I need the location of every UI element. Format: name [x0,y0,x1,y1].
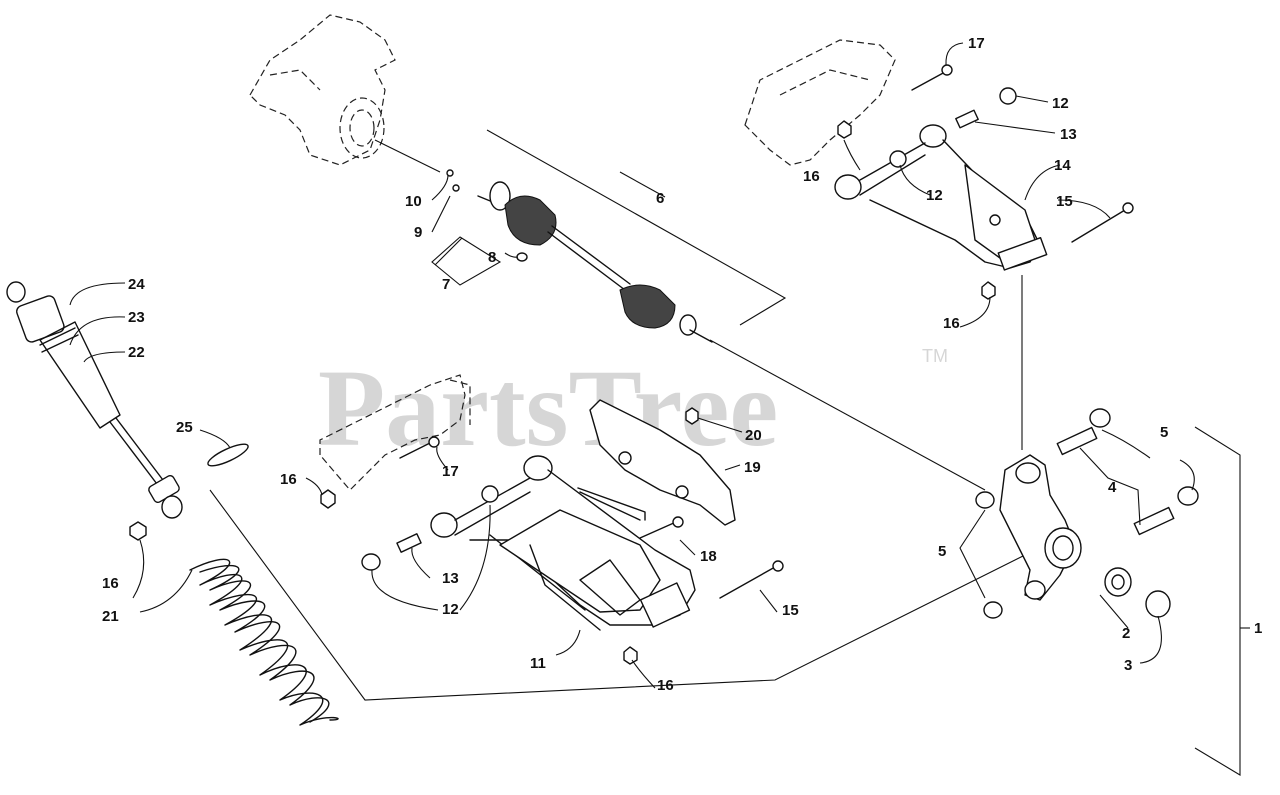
callout-5b: 5 [938,543,946,560]
callout-17-lower: 17 [442,463,459,480]
shock-absorber [6,281,183,541]
nut-20 [685,407,699,425]
callout-16-shock: 16 [102,575,119,592]
callout-16-lower: 16 [657,677,674,694]
bushing-5-d [1177,486,1199,506]
callout-2: 2 [1122,625,1130,642]
callout-14: 14 [1054,157,1071,174]
callout-22: 22 [128,344,145,361]
callout-18: 18 [700,548,717,565]
bushing-12-upper-b [889,150,907,168]
lower-frame-mount [319,374,471,491]
callout-15-upper: 15 [1056,193,1073,210]
callout-21: 21 [102,608,119,625]
nut-16-frame [320,489,336,509]
spacer-4-a [1056,426,1098,456]
watermark: PartsTree [318,347,778,469]
bolt-15-lower [719,566,776,599]
callout-24: 24 [128,276,145,293]
upper-a-arm [834,124,1048,271]
callout-20: 20 [745,427,762,444]
spacer-4-b [1133,506,1175,536]
lower-a-arm [430,455,696,631]
callout-5a: 5 [1160,424,1168,441]
bushing-5-b [983,601,1003,619]
spacer-13-lower [396,533,422,553]
callout-17-upper: 17 [968,35,985,52]
callout-16-lower-frame: 16 [280,471,297,488]
callout-16-upper-frame: 16 [803,168,820,185]
retaining-ring [207,443,249,467]
nut-16-frame-upper [837,120,852,139]
callout-13-lower: 13 [442,570,459,587]
callout-8: 8 [488,249,496,266]
callout-3: 3 [1124,657,1132,674]
axle-bracket-line [486,129,787,326]
watermark-trademark: TM [922,346,948,366]
callout-4: 4 [1108,479,1117,496]
callout-6: 6 [656,190,664,207]
snap-ring [1145,590,1171,618]
leader-lines [69,42,1250,689]
callout-7: 7 [442,276,450,293]
spacer-13-upper [955,109,979,129]
callout-9: 9 [414,224,422,241]
bolt-17-upper [911,71,946,91]
bushing-5-c [1089,408,1111,428]
callout-1: 1 [1254,620,1262,637]
bushing-12-lower-b [481,485,499,503]
gearcase-housing [249,14,441,173]
bolt-15-upper [1071,209,1126,243]
spindle-knuckle [999,454,1082,601]
upper-frame-mount [744,39,896,166]
callout-10: 10 [405,193,422,210]
spring-guide-line [209,489,1026,701]
callout-23: 23 [128,309,145,326]
skid-plate [589,399,736,526]
bushing-12-upper-a [999,87,1017,105]
callout-12-upper-b: 12 [926,187,943,204]
callout-13-upper: 13 [1060,126,1077,143]
bushing-12-lower-a [361,553,381,571]
bolt-17-lower [399,441,433,459]
callout-25: 25 [176,419,193,436]
callout-12-upper-a: 12 [1052,95,1069,112]
callout-labels: 1 2 3 4 5 5 6 7 8 9 10 11 12 12 12 13 13… [102,35,1262,694]
callout-12-lower: 12 [442,601,459,618]
callout-15-lower: 15 [782,602,799,619]
coil-spring [189,558,339,726]
nut-16-lower [623,646,638,665]
bolt-18 [639,521,677,539]
nut-16-upper [981,281,996,300]
cv-axle [477,181,986,491]
callout-19: 19 [744,459,761,476]
callout-16-upper: 16 [943,315,960,332]
bushing-5-a [975,491,995,509]
callout-11: 11 [530,655,546,672]
assembly-bracket [1194,426,1241,776]
